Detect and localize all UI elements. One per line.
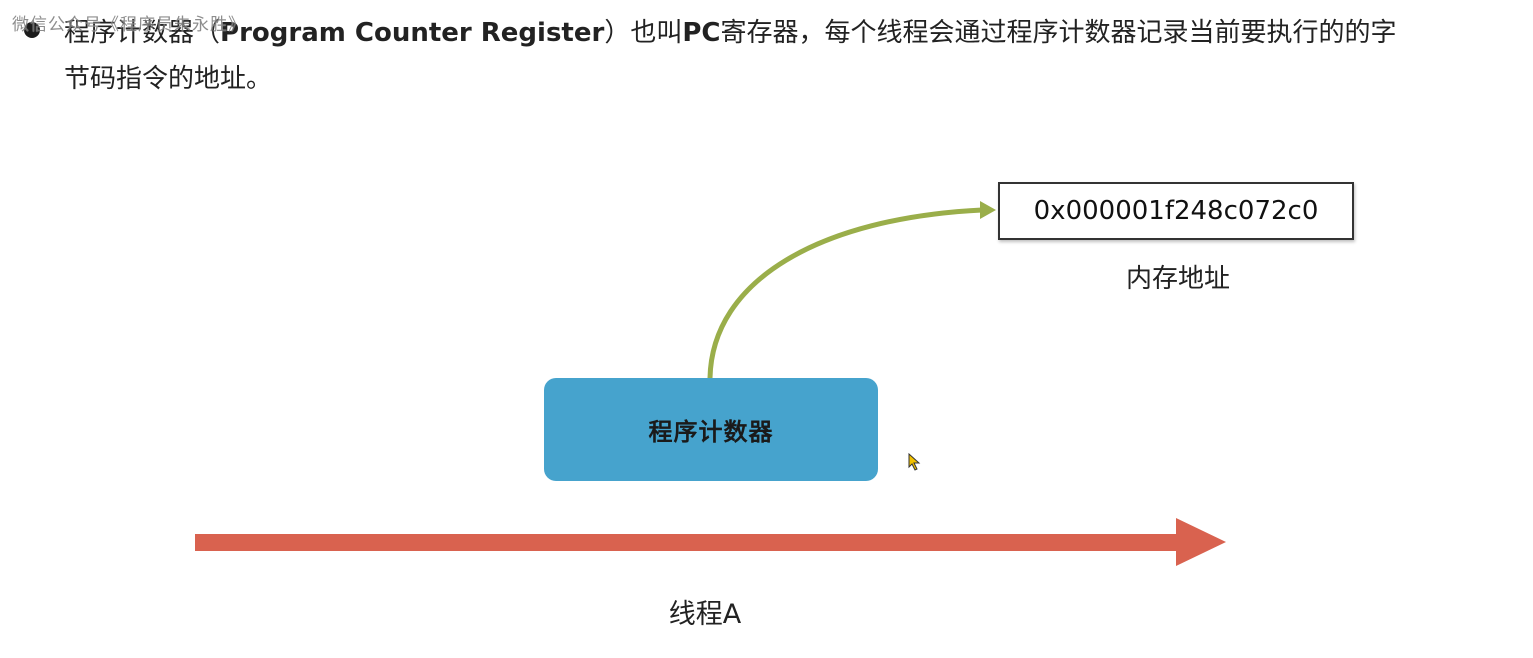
memory-address-box: 0x000001f248c072c0 xyxy=(998,182,1354,240)
thread-arrow-shaft xyxy=(195,534,1180,551)
curve-arrow-shaft xyxy=(707,207,985,381)
memory-address-caption: 内存地址 xyxy=(1125,264,1230,294)
bullet-icon xyxy=(24,22,40,38)
description-line-2: 节码指令的地址。 xyxy=(64,64,273,94)
text-bold-pc: PC xyxy=(682,18,721,48)
text-prefix: 程序计数器（ xyxy=(64,18,221,48)
text-suffix: 寄存器，每个线程会通过程序计数器记录当前要执行的的字 xyxy=(720,18,1397,48)
description-line-1: 程序计数器（Program Counter Register）也叫PC寄存器，每… xyxy=(64,10,1484,56)
thread-arrow-head xyxy=(1176,518,1226,566)
program-counter-box: 程序计数器 xyxy=(544,378,878,481)
text-mid: ）也叫 xyxy=(604,18,683,48)
text-bold-term: Program Counter Register xyxy=(220,18,605,48)
curve-arrow-head xyxy=(980,201,996,219)
thread-label: 线程A xyxy=(668,599,742,630)
watermark: 微信公众号《程序员朱永胜》 xyxy=(12,15,246,35)
mouse-cursor-icon xyxy=(908,453,921,471)
description-paragraph: 程序计数器（Program Counter Register）也叫PC寄存器，每… xyxy=(64,10,1484,102)
